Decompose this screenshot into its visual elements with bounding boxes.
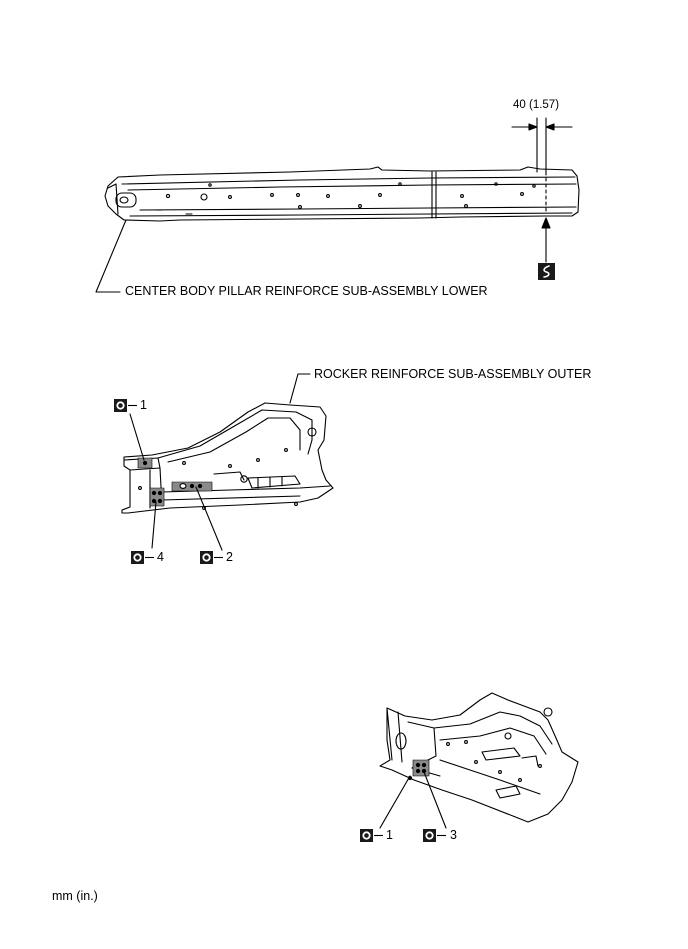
- rocker-outer-drawing: [121, 402, 334, 514]
- dimension-markers: [511, 117, 573, 263]
- center-pillar-label: CENTER BODY PILLAR REINFORCE SUB-ASSEMBL…: [125, 284, 488, 298]
- weld-leader-bottom-3: [423, 771, 447, 829]
- weld-leader-mid-2: [195, 486, 223, 551]
- rocker-outer-rear-drawing: [379, 692, 579, 823]
- rocker-outer-label: ROCKER REINFORCE SUB-ASSEMBLY OUTER: [314, 367, 592, 381]
- dimension-label: 40 (1.57): [513, 99, 560, 111]
- weld-symbol-mid-1-icon: [114, 399, 137, 412]
- rocker-outer-leader: [289, 373, 311, 404]
- center-pillar-leader: [95, 219, 127, 293]
- weld-symbol-mid-2-icon: [200, 551, 223, 564]
- weld-callout-mid-4: 4: [157, 550, 164, 564]
- weld-callout-mid-2: 2: [226, 550, 233, 564]
- weld-callout-bottom-1: 1: [386, 828, 393, 842]
- rocker-rail-drawing: [104, 166, 580, 222]
- units-note: mm (in.): [52, 889, 98, 903]
- weld-symbol-group: [114, 399, 446, 842]
- weld-callout-bottom-3: 3: [450, 828, 457, 842]
- weld-leader-mid-1: [129, 413, 145, 461]
- weld-leader-bottom-1: [379, 775, 411, 829]
- cut-symbol-icon: [538, 263, 555, 280]
- weld-callout-mid-1: 1: [140, 398, 147, 412]
- weld-symbol-bottom-3-icon: [423, 829, 446, 842]
- weld-symbol-bottom-1-icon: [360, 829, 383, 842]
- weld-leader-mid-4: [151, 501, 157, 549]
- weld-symbol-mid-4-icon: [131, 551, 154, 564]
